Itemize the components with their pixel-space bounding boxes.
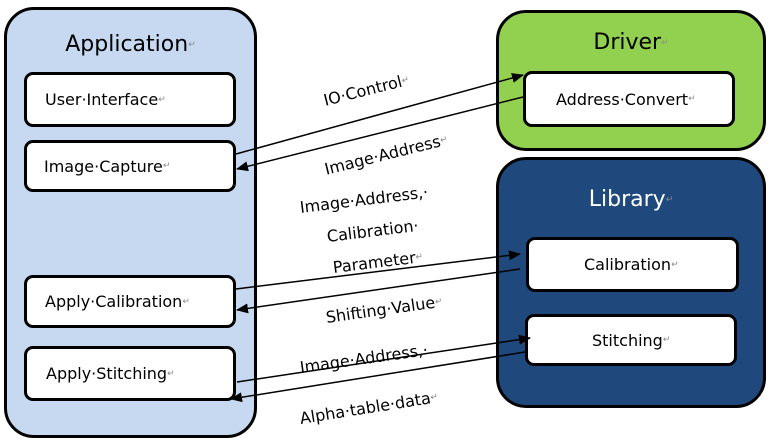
calibration-request-arrow [235, 250, 521, 290]
address-convert-box: Address·Convert↵ [523, 71, 735, 127]
library-title: Library↵ [588, 187, 674, 212]
user-interface-box: User·Interface↵ [24, 72, 236, 127]
image-address-arrow [236, 96, 524, 172]
application-title: Application↵ [65, 32, 196, 57]
apply-stitching-box: Apply·Stitching↵ [24, 346, 236, 401]
image-capture-box: Image·Capture↵ [24, 140, 236, 192]
stitching-request-arrow [236, 334, 531, 383]
io-control-arrow [235, 73, 524, 155]
shifting-value-arrow [236, 268, 521, 314]
stitching-box: Stitching↵ [525, 314, 737, 366]
alpha-table-arrow [230, 351, 526, 403]
apply-calibration-box: Apply·Calibration↵ [24, 275, 236, 328]
driver-title: Driver↵ [593, 30, 669, 55]
calibration-box: Calibration↵ [526, 237, 739, 292]
